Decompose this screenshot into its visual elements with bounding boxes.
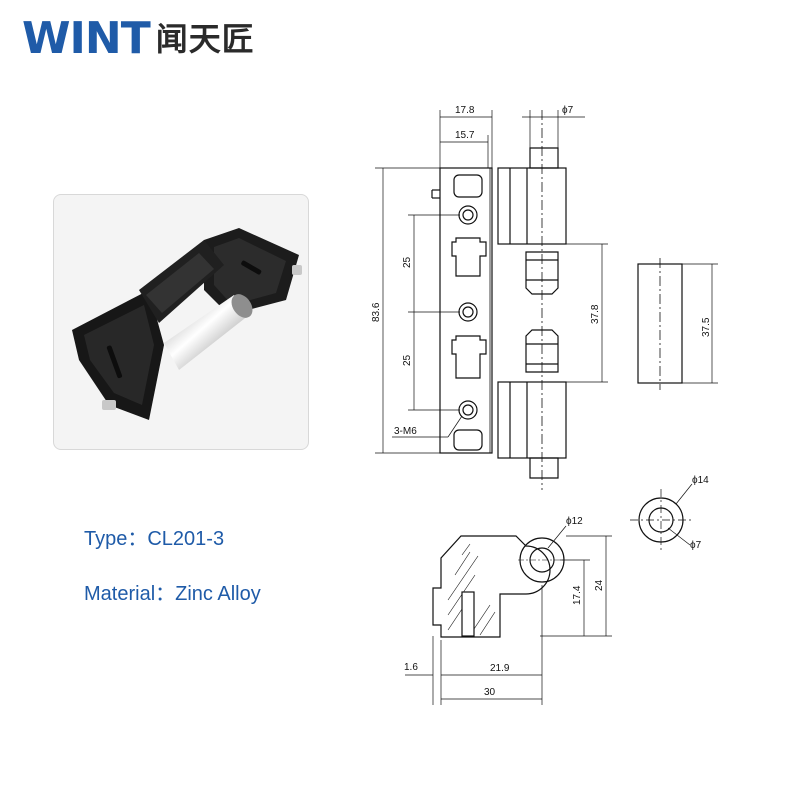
dim-width-1-6: 1.6 [404, 662, 418, 673]
logo-chinese-name: 闻天匠 [155, 20, 255, 58]
dim-diameter-7-top: ϕ7 [562, 105, 574, 116]
dim-diameter-14: ϕ14 [692, 475, 709, 486]
dim-height-37-5: 37.5 [701, 317, 712, 337]
dim-width-30: 30 [484, 687, 496, 698]
dim-height-17-4: 17.4 [572, 585, 583, 605]
dim-thread-3-m6: 3-M6 [394, 426, 417, 437]
type-value: CL201-3 [147, 528, 225, 550]
dim-spacing-25-a: 25 [402, 256, 413, 268]
dim-width-17-8: 17.8 [455, 105, 475, 116]
dim-spacing-25-b: 25 [402, 354, 413, 366]
dim-height-24: 24 [594, 579, 605, 591]
brand-logo: WINT 闻天匠 [22, 14, 255, 64]
product-photo [53, 194, 309, 450]
dim-diameter-12: ϕ12 [566, 516, 583, 527]
dim-width-15-7: 15.7 [455, 130, 475, 141]
dim-diameter-7-side: ϕ7 [690, 540, 702, 551]
dim-height-37-8: 37.8 [590, 304, 601, 324]
material-label: Material： [84, 583, 176, 605]
logo-wordmark: WINT [22, 13, 151, 64]
product-type: Type：CL201-3 [84, 522, 224, 551]
hinge-photo-illustration [72, 228, 302, 420]
dim-width-21-9: 21.9 [490, 663, 510, 674]
product-material: Material：Zinc Alloy [84, 577, 261, 606]
type-label: Type： [84, 528, 148, 550]
material-value: Zinc Alloy [175, 583, 261, 605]
dim-height-83-6: 83.6 [371, 302, 382, 322]
